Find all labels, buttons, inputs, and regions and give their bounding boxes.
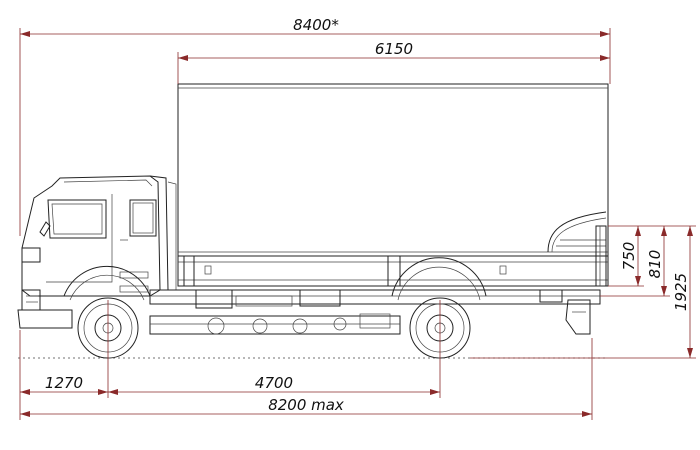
dimension-lines: 8400* 6150 1270 4700 8200 max 750 810 19… bbox=[19, 16, 696, 420]
side-boards bbox=[177, 225, 609, 287]
cargo-box bbox=[177, 83, 609, 257]
dim-text-front-overhang: 1270 bbox=[45, 374, 83, 392]
dim-overhang-wheelbase bbox=[19, 300, 441, 420]
dim-frame-length bbox=[20, 338, 593, 420]
dim-overall-length bbox=[19, 28, 611, 236]
dim-text-frame-length: 8200 max bbox=[268, 396, 344, 414]
truck-outline bbox=[17, 83, 609, 359]
cab bbox=[17, 175, 177, 329]
dim-text-overall-length: 8400* bbox=[293, 16, 339, 34]
dim-text-body-length: 6150 bbox=[375, 40, 413, 58]
chassis-frame bbox=[149, 257, 601, 335]
dim-body-length bbox=[177, 52, 610, 84]
dim-text-wheelbase: 4700 bbox=[255, 374, 293, 392]
dim-text-floor-height: 810 bbox=[646, 250, 664, 279]
dim-text-loading-height: 1925 bbox=[672, 273, 690, 311]
dim-text-side-board-height: 750 bbox=[620, 242, 638, 271]
dim-vertical-right bbox=[470, 225, 696, 359]
